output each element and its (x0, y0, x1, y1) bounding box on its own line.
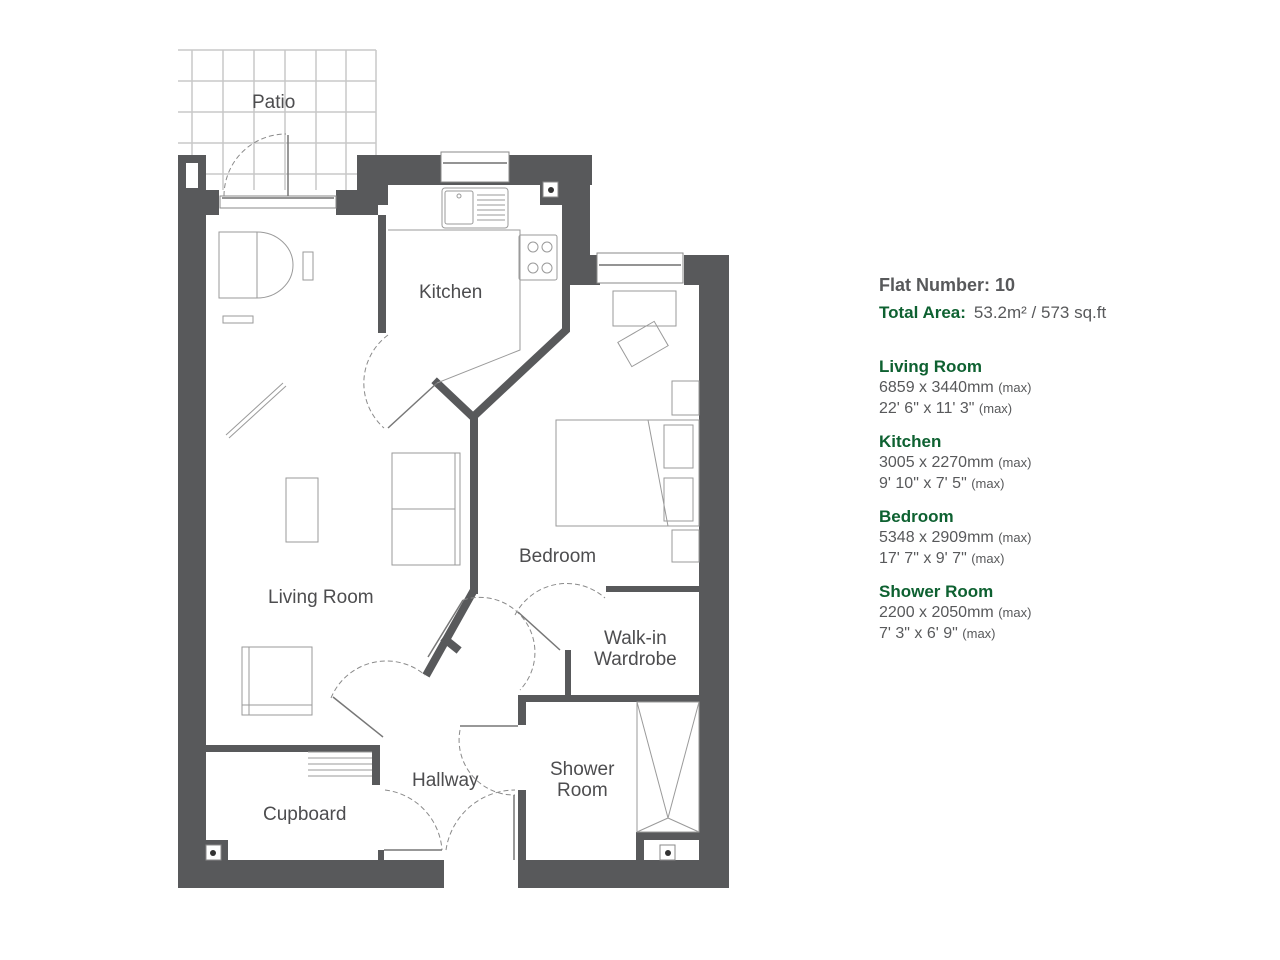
max-suffix: (max) (998, 605, 1032, 620)
room-dimension-item: Bedroom 5348 x 2909mm (max) 17' 7" x 9' … (879, 507, 1209, 569)
sink-drainer-lines (477, 194, 505, 221)
metric-value: 6859 x 3440mm (879, 379, 994, 396)
max-suffix: (max) (971, 551, 1005, 566)
max-suffix: (max) (978, 401, 1013, 416)
room-label-hallway: Hallway (412, 770, 479, 791)
room-metric: 5348 x 2909mm (max) (879, 527, 1209, 548)
room-name: Bedroom (879, 507, 954, 526)
room-dimension-item: Living Room 6859 x 3440mm (max) 22' 6" x… (879, 357, 1209, 419)
room-metric: 3005 x 2270mm (max) (879, 452, 1209, 473)
flat-info-panel: Flat Number: 10 Total Area: 53.2m² / 573 … (879, 274, 1209, 657)
imperial-value: 22' 6" x 11' 3" (879, 400, 975, 417)
windows (186, 151, 684, 284)
flat-number: Flat Number: 10 (879, 275, 1016, 295)
bedroom-window (596, 252, 684, 284)
room-imperial: 22' 6" x 11' 3" (max) (879, 398, 1209, 419)
max-suffix: (max) (998, 380, 1032, 395)
room-label-cupboard: Cupboard (263, 804, 346, 825)
room-imperial: 9' 10" x 7' 5" (max) (879, 473, 1209, 494)
kitchen-window (440, 151, 510, 183)
room-label-wardrobe: Wardrobe (594, 649, 677, 670)
room-metric: 2200 x 2050mm (max) (879, 602, 1209, 623)
imperial-value: 9' 10" x 7' 5" (879, 475, 967, 492)
total-area-label: Total Area: (879, 303, 966, 322)
metric-value: 3005 x 2270mm (879, 454, 994, 471)
room-label-kitchen: Kitchen (419, 282, 482, 303)
room-label-living-room: Living Room (268, 587, 374, 608)
room-dimensions-list: Living Room 6859 x 3440mm (max) 22' 6" x… (879, 357, 1209, 644)
imperial-value: 7' 3" x 6' 9" (879, 625, 958, 642)
total-area: Total Area: 53.2m² / 573 sq.ft (879, 302, 1209, 324)
max-suffix: (max) (962, 626, 996, 641)
room-label-bedroom: Bedroom (519, 546, 596, 567)
room-metric: 6859 x 3440mm (max) (879, 377, 1209, 398)
room-label-walk-in: Walk-in (604, 628, 667, 649)
room-dimension-item: Shower Room 2200 x 2050mm (max) 7' 3" x … (879, 582, 1209, 644)
room-imperial: 17' 7" x 9' 7" (max) (879, 548, 1209, 569)
room-label-shower-room: Room (557, 780, 608, 801)
total-area-value: 53.2m² / 573 sq.ft (973, 303, 1107, 322)
room-imperial: 7' 3" x 6' 9" (max) (879, 623, 1209, 644)
max-suffix: (max) (971, 476, 1005, 491)
room-label-patio: Patio (252, 92, 295, 113)
max-suffix: (max) (998, 455, 1032, 470)
room-dimension-item: Kitchen 3005 x 2270mm (max) 9' 10" x 7' … (879, 432, 1209, 494)
patio-tiles (178, 49, 377, 190)
angled-walls (422, 281, 570, 678)
room-label-shower: Shower (550, 759, 615, 780)
room-name: Living Room (879, 357, 982, 376)
max-suffix: (max) (998, 530, 1032, 545)
door-swings (223, 133, 606, 851)
imperial-value: 17' 7" x 9' 7" (879, 550, 967, 567)
metric-value: 5348 x 2909mm (879, 529, 994, 546)
room-name: Shower Room (879, 582, 994, 601)
metric-value: 2200 x 2050mm (879, 604, 994, 621)
door-leaves (287, 135, 561, 860)
radiator (308, 751, 372, 777)
room-name: Kitchen (879, 432, 942, 451)
patio-door (219, 195, 337, 209)
